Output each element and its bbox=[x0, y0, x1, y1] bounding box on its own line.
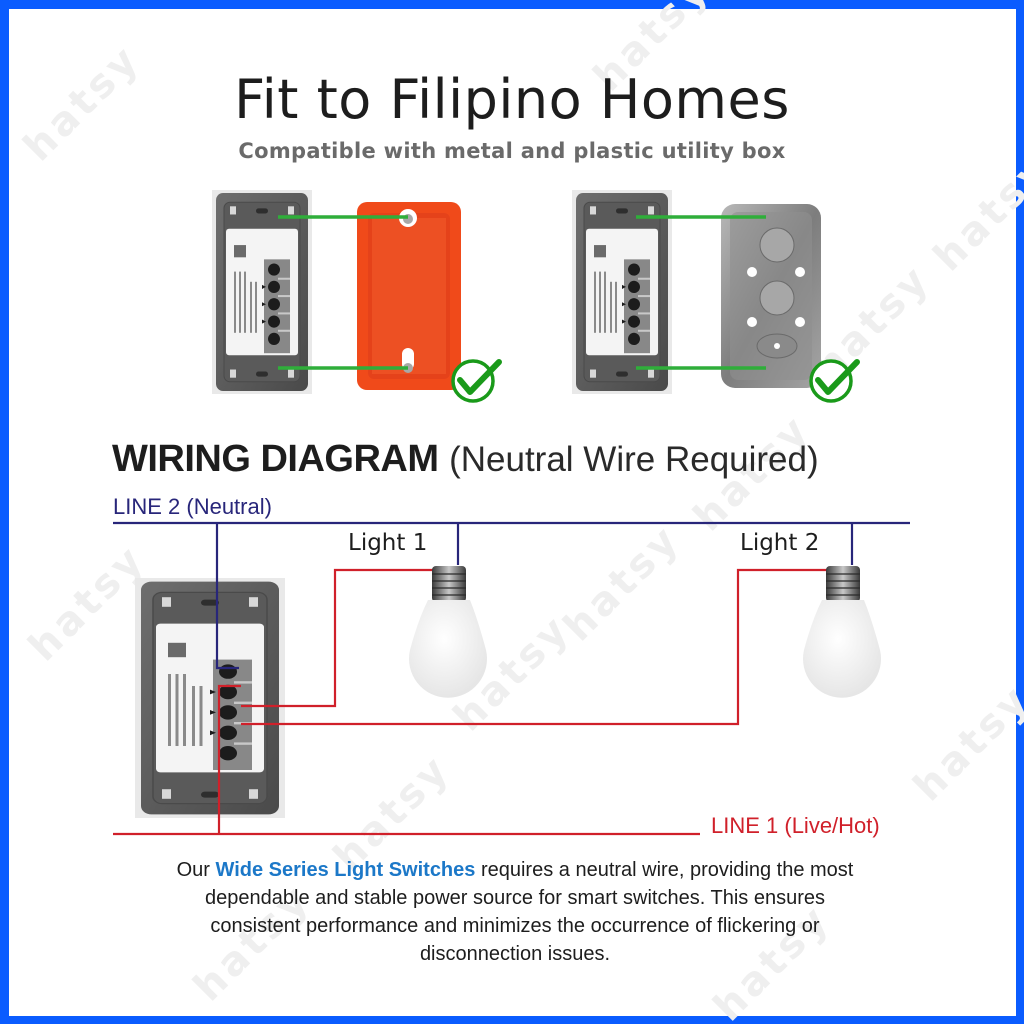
description-line-2: dependable and stable power source for s… bbox=[205, 887, 825, 909]
switch-back-metal-pair bbox=[571, 189, 673, 395]
description-paragraph: Our Wide Series Light Switches requires … bbox=[100, 856, 930, 968]
plastic-utility-box bbox=[357, 202, 461, 390]
live-line-label: LINE 1 (Live/Hot) bbox=[711, 813, 880, 838]
light-bulb-1 bbox=[409, 566, 487, 698]
live-wire bbox=[113, 568, 830, 836]
switch-back-module bbox=[134, 577, 286, 819]
connector-lines-plastic bbox=[278, 215, 408, 370]
wiring-title-bold: WIRING DIAGRAM bbox=[112, 438, 439, 480]
check-icon bbox=[451, 359, 502, 403]
product-name-highlight: Wide Series Light Switches bbox=[215, 859, 476, 881]
neutral-wire bbox=[113, 521, 910, 670]
light-2-label: Light 2 bbox=[740, 530, 820, 556]
page-title: Fit to Filipino Homes bbox=[234, 68, 790, 131]
wiring-title-sub: (Neutral Wire Required) bbox=[449, 440, 819, 479]
description-line-3: consistent performance and minimizes the… bbox=[210, 915, 820, 937]
neutral-line-label: LINE 2 (Neutral) bbox=[113, 494, 272, 519]
metal-utility-box bbox=[721, 204, 821, 388]
check-icon bbox=[809, 359, 860, 403]
description-line-4: disconnection issues. bbox=[419, 943, 611, 965]
connector-lines-metal bbox=[636, 215, 766, 370]
wiring-diagram-title: WIRING DIAGRAM (Neutral Wire Required) bbox=[112, 438, 819, 481]
light-bulb-2 bbox=[802, 566, 881, 698]
description-line-1: Our Wide Series Light Switches requires … bbox=[176, 859, 854, 881]
light-1-label: Light 1 bbox=[348, 530, 428, 556]
page-subtitle: Compatible with metal and plastic utilit… bbox=[238, 139, 786, 163]
switch-back-plastic-pair bbox=[211, 189, 313, 395]
